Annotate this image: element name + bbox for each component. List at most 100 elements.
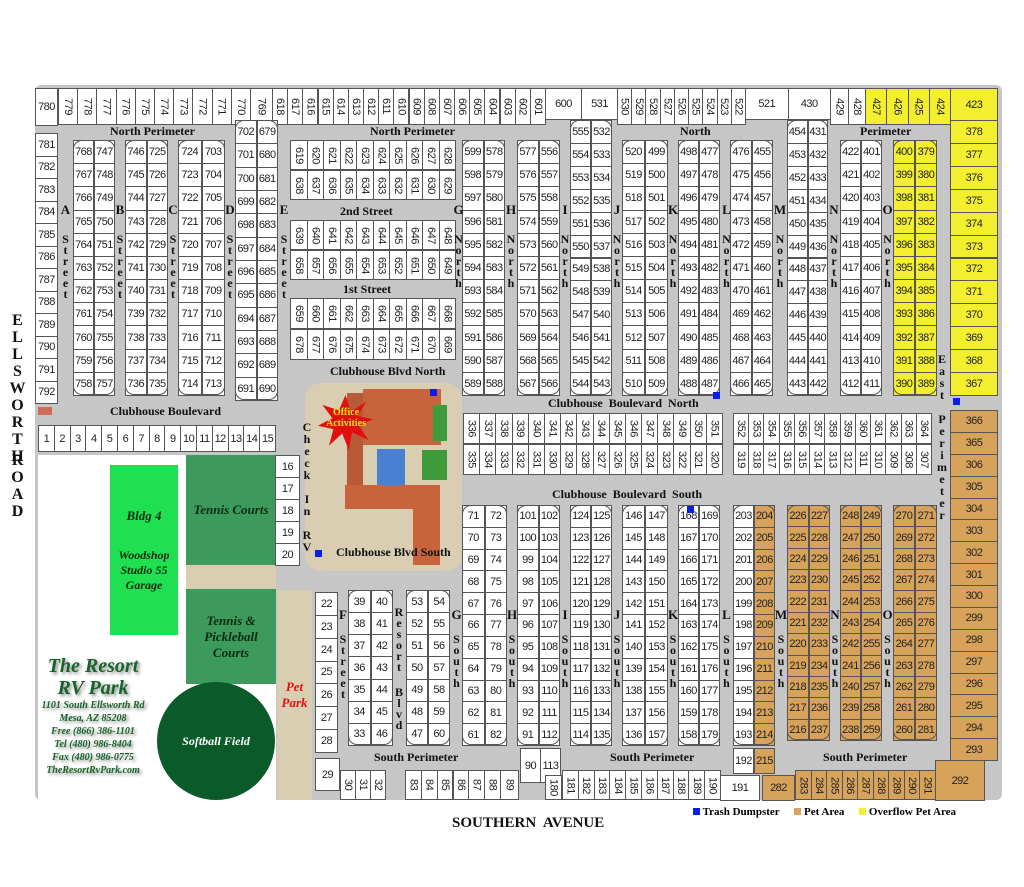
- rv-lot[interactable]: 347: [641, 413, 659, 444]
- rv-lot[interactable]: 428: [847, 88, 866, 125]
- rv-lot[interactable]: 323: [657, 444, 675, 475]
- rv-lot[interactable]: 331: [527, 444, 545, 475]
- rv-lot[interactable]: 415: [840, 302, 861, 327]
- rv-lot[interactable]: 341: [543, 413, 562, 444]
- rv-lot[interactable]: 369: [950, 326, 998, 351]
- rv-lot[interactable]: 7: [132, 425, 150, 452]
- rv-lot[interactable]: 629: [438, 170, 456, 200]
- rv-lot[interactable]: 545: [570, 349, 591, 374]
- rv-lot[interactable]: 424: [928, 88, 951, 125]
- rv-lot[interactable]: 292: [935, 760, 985, 801]
- rv-lot[interactable]: 614: [332, 88, 349, 125]
- rv-lot[interactable]: 286: [841, 770, 859, 800]
- rv-lot[interactable]: 86: [452, 770, 470, 800]
- rv-lot[interactable]: 631: [405, 170, 423, 200]
- rv-lot[interactable]: 791: [35, 358, 58, 382]
- rv-lot[interactable]: 353: [748, 413, 765, 444]
- rv-lot[interactable]: 785: [35, 223, 58, 247]
- rv-lot[interactable]: 337: [479, 413, 497, 444]
- rv-lot[interactable]: 620: [306, 140, 324, 170]
- rv-lot[interactable]: 355: [778, 413, 795, 444]
- rv-lot[interactable]: 580: [483, 186, 505, 211]
- rv-lot[interactable]: 557: [538, 163, 560, 188]
- rv-lot[interactable]: 375: [950, 188, 998, 213]
- rv-lot[interactable]: 650: [422, 250, 440, 280]
- rv-lot[interactable]: 182: [577, 770, 595, 800]
- rv-lot[interactable]: 332: [511, 444, 529, 475]
- rv-lot[interactable]: 29: [315, 758, 340, 791]
- rv-lot[interactable]: 20: [275, 543, 300, 566]
- rv-lot[interactable]: 525: [688, 88, 704, 125]
- rv-lot[interactable]: 531: [581, 88, 618, 120]
- rv-lot[interactable]: 781: [35, 133, 58, 157]
- rv-lot[interactable]: 482: [699, 255, 720, 281]
- rv-lot[interactable]: 623: [356, 140, 374, 170]
- rv-lot[interactable]: 326: [608, 444, 626, 475]
- rv-lot[interactable]: 450: [787, 211, 808, 236]
- rv-lot[interactable]: 290: [903, 770, 921, 800]
- rv-lot[interactable]: 606: [454, 88, 471, 125]
- rv-lot[interactable]: 371: [950, 280, 998, 305]
- rv-lot[interactable]: 372: [950, 257, 998, 282]
- rv-lot[interactable]: 419: [840, 209, 861, 234]
- rv-lot[interactable]: 429: [830, 88, 849, 125]
- rv-lot[interactable]: 630: [422, 170, 440, 200]
- rv-lot[interactable]: 285: [826, 770, 843, 800]
- rv-lot[interactable]: 282: [762, 775, 795, 801]
- rv-lot[interactable]: 298: [950, 628, 998, 652]
- rv-lot[interactable]: 2: [53, 425, 71, 452]
- rv-lot[interactable]: 602: [514, 88, 531, 125]
- rv-lot[interactable]: 334: [479, 444, 497, 475]
- rv-lot[interactable]: 769: [250, 88, 273, 125]
- rv-lot[interactable]: 484: [699, 302, 720, 327]
- rv-lot[interactable]: 19: [275, 521, 300, 544]
- rv-lot[interactable]: 662: [339, 298, 357, 329]
- rv-lot[interactable]: 8: [148, 425, 166, 452]
- rv-lot[interactable]: 694: [235, 306, 257, 331]
- rv-lot[interactable]: 348: [657, 413, 675, 444]
- rv-lot[interactable]: 293: [950, 738, 998, 761]
- rv-lot[interactable]: 181: [562, 770, 579, 800]
- rv-lot[interactable]: 668: [438, 298, 456, 329]
- rv-lot[interactable]: 634: [356, 170, 374, 200]
- rv-lot[interactable]: 680: [256, 143, 278, 168]
- rv-lot[interactable]: 459: [751, 232, 773, 257]
- rv-lot[interactable]: 507: [645, 325, 668, 350]
- rv-lot[interactable]: 358: [824, 413, 841, 444]
- rv-lot[interactable]: 607: [438, 88, 455, 125]
- rv-lot[interactable]: 561: [538, 255, 560, 281]
- rv-lot[interactable]: 666: [405, 298, 423, 329]
- rv-lot[interactable]: 320: [705, 444, 723, 475]
- rv-lot[interactable]: 4: [85, 425, 103, 452]
- rv-lot[interactable]: 340: [527, 413, 545, 444]
- rv-lot[interactable]: 344: [592, 413, 610, 444]
- rv-lot[interactable]: 653: [372, 250, 390, 280]
- rv-lot[interactable]: 683: [256, 213, 278, 238]
- rv-lot[interactable]: 439: [807, 303, 828, 328]
- rv-lot[interactable]: 89: [500, 770, 519, 800]
- rv-lot[interactable]: 775: [134, 88, 155, 125]
- rv-lot[interactable]: 616: [302, 88, 319, 125]
- rv-lot[interactable]: 573: [517, 232, 539, 257]
- rv-lot[interactable]: 302: [950, 541, 998, 565]
- rv-lot[interactable]: 295: [950, 694, 998, 718]
- rv-lot[interactable]: 346: [624, 413, 643, 444]
- rv-lot[interactable]: 423: [950, 88, 998, 121]
- rv-lot[interactable]: 352: [733, 413, 750, 444]
- rv-lot[interactable]: 394: [893, 279, 915, 304]
- rv-lot[interactable]: 349: [673, 413, 691, 444]
- rv-lot[interactable]: 551: [570, 211, 591, 236]
- rv-lot[interactable]: 13: [227, 425, 245, 452]
- rv-lot[interactable]: 600: [545, 88, 582, 120]
- rv-lot[interactable]: 300: [950, 585, 998, 608]
- rv-lot[interactable]: 779: [58, 88, 79, 125]
- rv-lot[interactable]: 287: [857, 770, 874, 800]
- rv-lot[interactable]: 22: [315, 592, 338, 616]
- rv-lot[interactable]: 296: [950, 672, 998, 696]
- rv-lot[interactable]: 643: [356, 220, 374, 250]
- rv-lot[interactable]: 470: [730, 279, 752, 304]
- rv-lot[interactable]: 446: [787, 303, 808, 328]
- rv-lot[interactable]: 685: [256, 260, 278, 285]
- rv-lot[interactable]: 370: [950, 303, 998, 328]
- rv-lot[interactable]: 575: [517, 186, 539, 211]
